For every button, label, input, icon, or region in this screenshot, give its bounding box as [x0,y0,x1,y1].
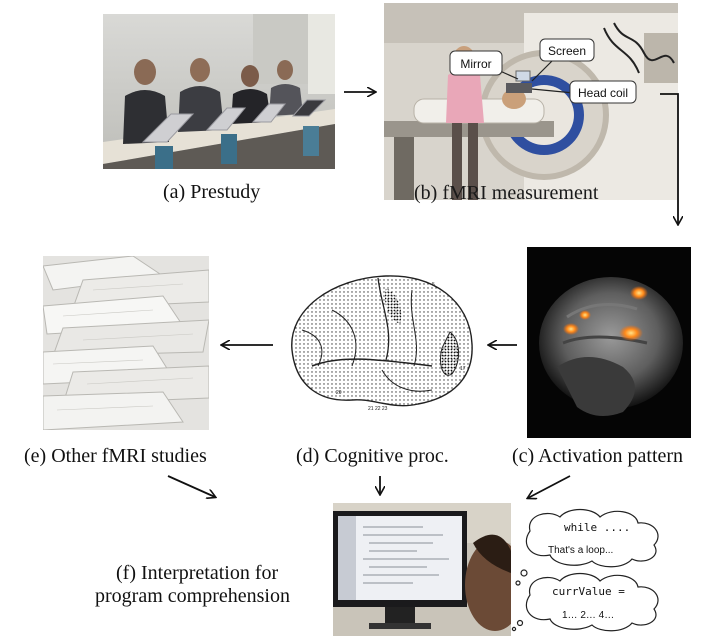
caption-other-fmri-studies: (e) Other fMRI studies [24,445,207,467]
fmri-measurement-photo: Mirror Screen Head coil [384,3,678,200]
caption-prestudy: (a) Prestudy [163,181,261,203]
callout-head-coil: Head coil [578,86,628,100]
svg-text:5: 5 [432,282,435,288]
thought-values: 1… 2… 4… [562,610,614,621]
other-fmri-studies-photo [43,256,209,430]
arrow-b-to-c [660,93,678,224]
caption-interpretation-line1: (f) Interpretation for [116,562,279,584]
program-comprehension-photo [333,503,511,636]
caption-cognitive-processes: (d) Cognitive proc. [296,445,449,467]
thought-bubbles: while .... That's a loop... currValue = … [511,508,659,632]
activation-pattern-image [527,247,691,438]
thought-code-currvalue: currValue = [552,585,625,598]
callout-screen: Screen [548,44,586,58]
prestudy-photo [103,14,335,169]
caption-activation-pattern: (c) Activation pattern [512,445,684,467]
caption-interpretation-line2: program comprehension [95,585,290,607]
cognitive-processes-drawing: 20 21 22 23 17 5 [282,270,478,418]
caption-fmri-measurement: (b) fMRI measurement [414,182,599,204]
arrow-e-to-f [167,475,215,497]
callout-mirror: Mirror [460,57,491,71]
svg-text:17: 17 [460,366,466,372]
svg-text:21 22 23: 21 22 23 [368,406,388,412]
thought-loop-realization: That's a loop... [548,545,613,556]
svg-text:20: 20 [336,390,342,396]
arrow-c-to-f [528,475,571,498]
thought-code-while: while .... [564,521,630,534]
